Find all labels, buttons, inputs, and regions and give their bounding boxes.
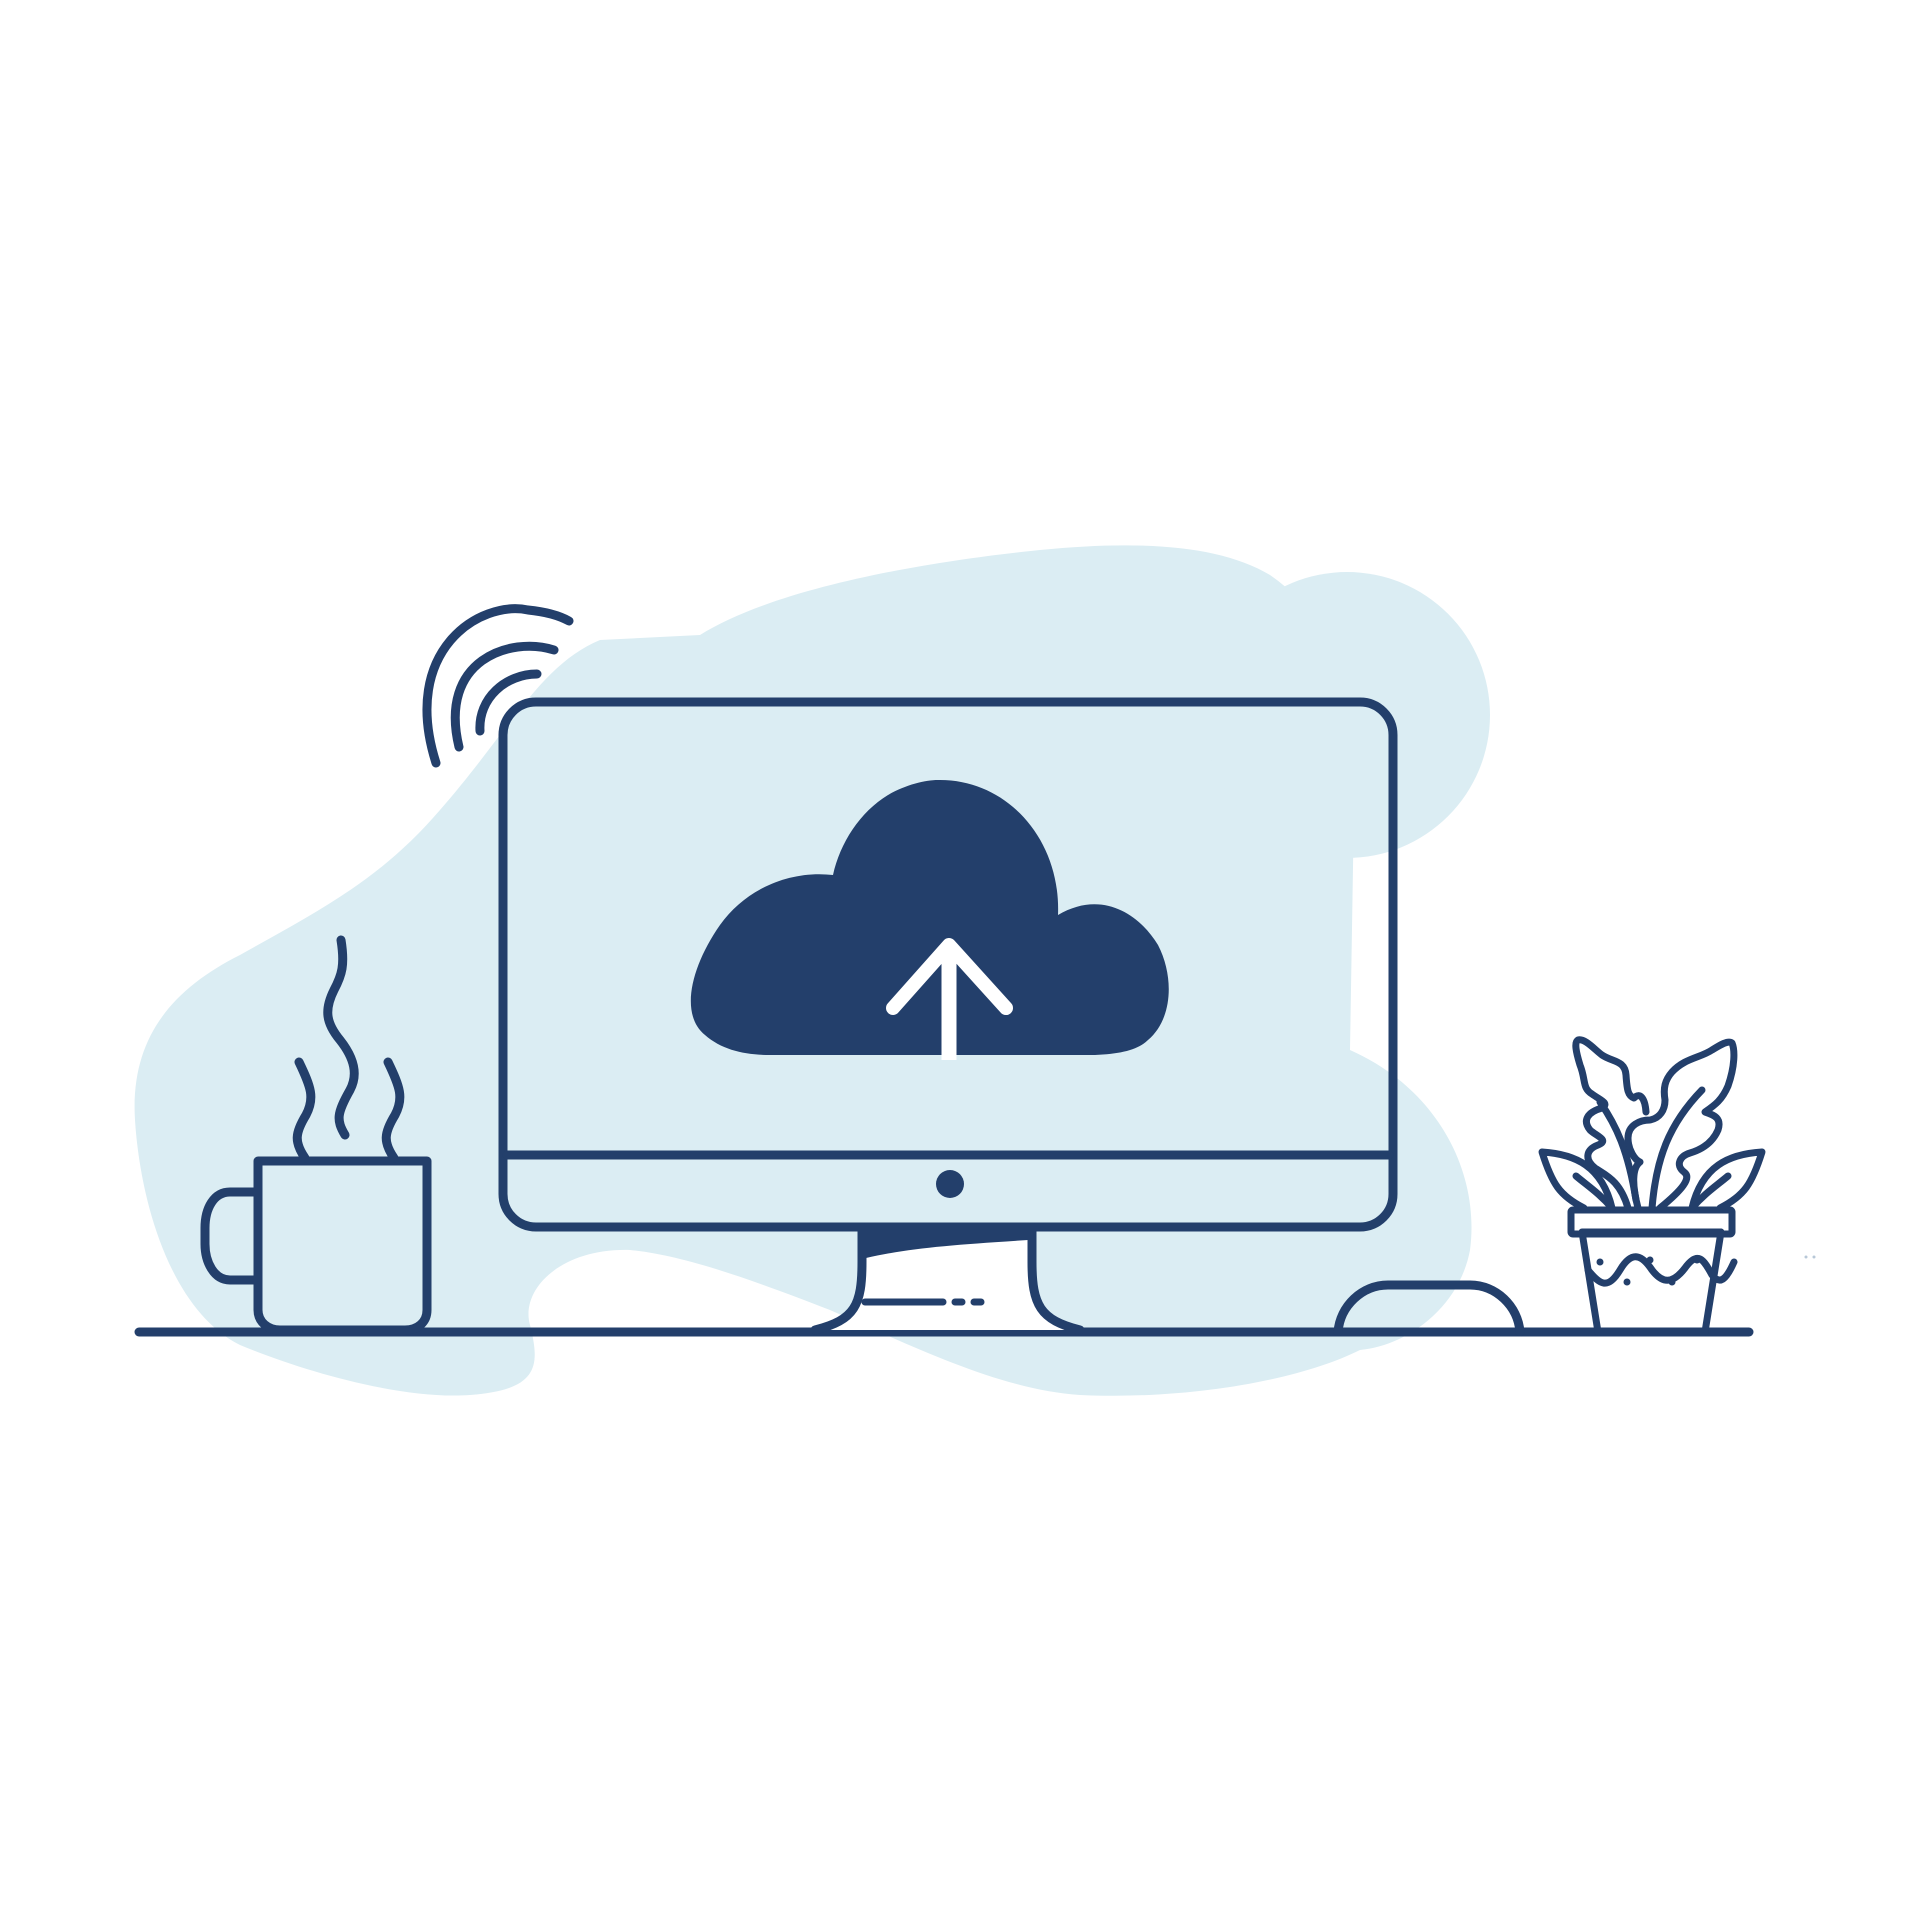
monitor-stand-neck [866,1227,1028,1258]
wifi-signal-icon [422,604,574,768]
round-blob-shape [1204,572,1490,858]
coffee-mug-icon [200,935,432,1335]
monitor [498,697,1398,1335]
monitor-power-button [936,1170,964,1198]
cloud-upload-icon [690,780,1169,1060]
steam-icon [292,935,405,1163]
plant-pot-icon [1538,1036,1766,1336]
mouse-icon [1333,1280,1525,1337]
decorative-dot [1812,1255,1816,1259]
decorative-dot [1804,1255,1808,1259]
